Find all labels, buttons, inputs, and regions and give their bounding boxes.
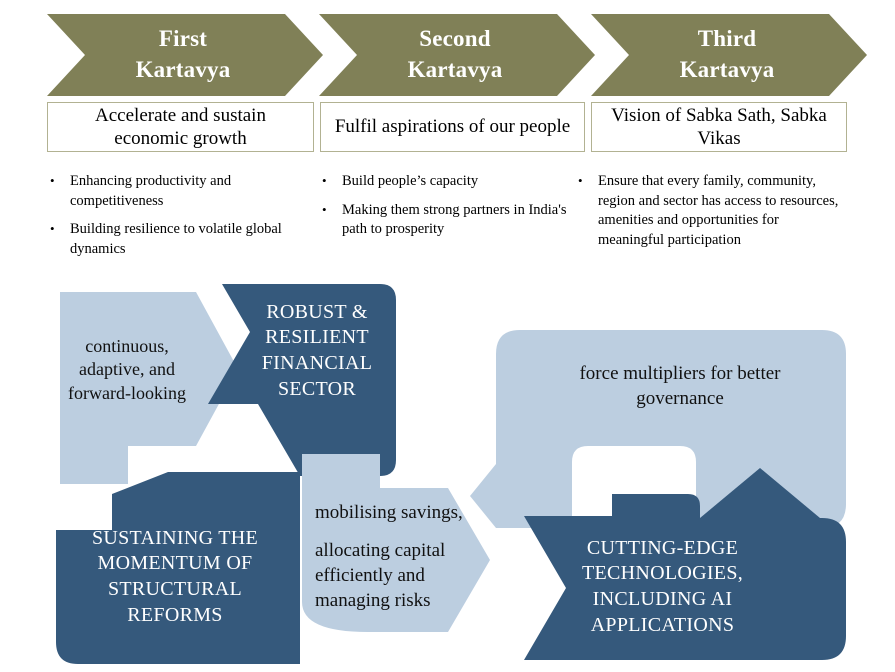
- statement-box-third: Vision of Sabka Sath, Sabka Vikas: [591, 102, 847, 152]
- list-item: • Build people’s capacity: [322, 172, 582, 192]
- kartavya-banner-row: First Kartavya Second Kartavya Third Kar…: [47, 14, 867, 96]
- structural-reforms-diagram: continuous, adaptive, and forward-lookin…: [0, 272, 895, 672]
- label-mobilising-line2: allocating capital efficiently and manag…: [315, 540, 446, 611]
- chevron-label-second-line2: Kartavya: [407, 57, 503, 82]
- shape-continuous: [60, 292, 238, 484]
- statement-text-second: Fulfil aspirations of our people: [334, 116, 571, 138]
- bullet-text: Enhancing productivity and competitivene…: [70, 173, 232, 209]
- chevron-banner-second: Second Kartavya: [319, 14, 595, 96]
- chevron-label-first-line2: Kartavya: [135, 57, 231, 82]
- chevron-shape-first: [47, 14, 323, 96]
- chevron-label-first: First Kartavya: [77, 14, 289, 96]
- chevron-label-first-line1: First: [158, 26, 208, 52]
- chevron-label-second-line1: Second: [419, 26, 491, 52]
- chevron-label-third-line1: Third: [697, 26, 757, 52]
- bullet-icon: •: [322, 173, 327, 188]
- label-robust-text: ROBUST & RESILIENT FINANCIAL SECTOR: [261, 300, 373, 400]
- chevron-banner-third: Third Kartavya: [591, 14, 867, 96]
- label-force-text: force multipliers for better governance: [579, 363, 781, 409]
- bullet-icon: •: [50, 173, 55, 188]
- label-robust: ROBUST & RESILIENT FINANCIAL SECTOR: [232, 286, 402, 416]
- list-item: • Making them strong partners in India's…: [322, 201, 582, 240]
- label-force: force multipliers for better governance: [545, 352, 815, 422]
- bullet-text: Building resilience to volatile global d…: [70, 221, 282, 258]
- label-sustaining: SUSTAINING THE MOMENTUM OF STRUCTURAL RE…: [60, 512, 290, 642]
- statement-text-first: Accelerate and sustain economic growth: [95, 104, 266, 149]
- label-continuous: continuous, adaptive, and forward-lookin…: [52, 300, 202, 440]
- bullet-text: Ensure that every family, community, reg…: [598, 173, 839, 249]
- list-item: • Ensure that every family, community, r…: [578, 172, 848, 251]
- label-mobilising-line1: mobilising savings,: [315, 501, 463, 523]
- bullet-icon: •: [50, 221, 55, 237]
- label-cutting-text: CUTTING-EDGE TECHNOLOGIES, INCLUDING AI …: [581, 536, 744, 636]
- bullet-text: Making them strong partners in India's p…: [342, 201, 567, 238]
- statement-box-second: Fulfil aspirations of our people: [320, 102, 585, 152]
- bullet-list-first: • Enhancing productivity and competitive…: [50, 172, 315, 269]
- label-continuous-text: continuous, adaptive, and forward-lookin…: [68, 335, 186, 403]
- list-item: • Building resilience to volatile global…: [50, 220, 315, 259]
- bullet-list-third: • Ensure that every family, community, r…: [578, 172, 848, 260]
- bullet-icon: •: [578, 173, 583, 188]
- shape-mobilising: [302, 454, 490, 632]
- diagram-shapes: [56, 284, 846, 664]
- bullet-icon: •: [322, 201, 327, 217]
- label-cutting: CUTTING-EDGE TECHNOLOGIES, INCLUDING AI …: [530, 522, 795, 652]
- label-mobilising: mobilising savings, allocating capital e…: [305, 477, 490, 637]
- bullet-list-second: • Build people’s capacity • Making them …: [322, 172, 582, 249]
- chevron-label-third: Third Kartavya: [621, 14, 833, 96]
- chevron-shape-third: [591, 14, 867, 96]
- shape-robust: [208, 284, 396, 476]
- shape-cutting: [524, 468, 846, 660]
- bullet-text: Build people’s capacity: [342, 173, 479, 189]
- shape-sustaining: [56, 472, 300, 664]
- chevron-shape-second: [319, 14, 595, 96]
- label-sustaining-text: SUSTAINING THE MOMENTUM OF STRUCTURAL RE…: [91, 526, 259, 626]
- list-item: • Enhancing productivity and competitive…: [50, 172, 315, 211]
- statement-text-third: Vision of Sabka Sath, Sabka Vikas: [611, 104, 827, 149]
- chevron-banner-first: First Kartavya: [47, 14, 323, 96]
- chevron-label-second: Second Kartavya: [349, 14, 561, 96]
- chevron-label-third-line2: Kartavya: [679, 57, 775, 82]
- statement-box-first: Accelerate and sustain economic growth: [47, 102, 314, 152]
